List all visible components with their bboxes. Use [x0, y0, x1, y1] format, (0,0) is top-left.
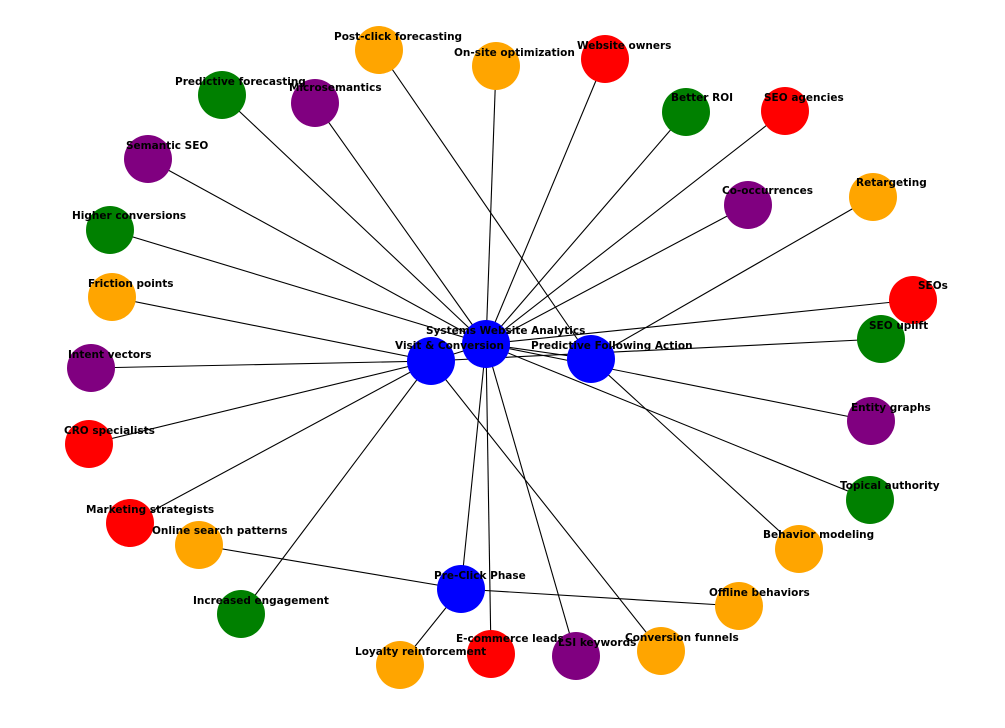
node-label-ecommerce: E-commerce leads	[456, 633, 564, 645]
node-cooc	[724, 181, 772, 229]
node-label-predictive: Predictive Following Action	[531, 340, 693, 352]
node-onsite	[472, 42, 520, 90]
node-engagement	[217, 590, 265, 638]
edge-visit-friction	[111, 296, 432, 362]
edge-systems-entity	[485, 343, 872, 422]
node-onlinesearch	[175, 521, 223, 569]
node-label-systems: Systems Website Analytics	[426, 325, 585, 337]
node-visit	[407, 337, 455, 385]
edge-systems-ecommerce	[485, 343, 492, 655]
node-microsem	[291, 79, 339, 127]
node-label-owners: Website owners	[577, 40, 671, 52]
edge-visit-cro	[88, 360, 432, 445]
edge-systems-seos	[485, 299, 914, 345]
edge-visit-funnels	[430, 360, 662, 652]
edge-systems-predforecast	[221, 94, 487, 345]
node-label-marketing: Marketing strategists	[86, 504, 214, 516]
edge-visit-seouplift	[430, 338, 882, 362]
node-retarget	[849, 173, 897, 221]
node-semseo	[124, 135, 172, 183]
node-label-topical: Topical authority	[840, 480, 940, 492]
node-preclick	[437, 565, 485, 613]
node-predictive	[567, 335, 615, 383]
edge-systems-higherconv	[109, 229, 487, 345]
node-label-retarget: Retargeting	[856, 177, 927, 189]
node-behavior	[775, 525, 823, 573]
node-label-offline: Offline behaviors	[709, 587, 810, 599]
node-label-predforecast: Predictive forecasting	[175, 76, 306, 88]
edge-visit-engagement	[240, 360, 432, 615]
node-label-betterroi: Better ROI	[671, 92, 733, 104]
node-label-seoagencies: SEO agencies	[764, 92, 844, 104]
node-seouplift	[857, 315, 905, 363]
node-seos	[889, 276, 937, 324]
node-label-semseo: Semantic SEO	[126, 140, 208, 152]
node-loyalty	[376, 641, 424, 689]
node-label-loyalty: Loyalty reinforcement	[355, 646, 486, 658]
node-label-preclick: Pre-Click Phase	[434, 570, 526, 582]
edge-systems-cooc	[485, 204, 749, 345]
edge-predictive-behavior	[590, 358, 800, 550]
edge-visit-intent	[90, 360, 432, 369]
node-intent	[67, 344, 115, 392]
node-seoagencies	[761, 87, 809, 135]
node-higherconv	[86, 206, 134, 254]
edge-systems-semseo	[147, 158, 487, 345]
node-betterroi	[662, 88, 710, 136]
node-entity	[847, 397, 895, 445]
node-label-seouplift: SEO uplift	[869, 320, 928, 332]
node-label-higherconv: Higher conversions	[72, 210, 186, 222]
node-marketing	[106, 499, 154, 547]
node-systems	[462, 320, 510, 368]
node-label-funnels: Conversion funnels	[625, 632, 739, 644]
edge-visit-marketing	[129, 360, 432, 524]
edge-systems-betterroi	[485, 111, 687, 345]
node-friction	[88, 273, 136, 321]
node-label-engagement: Increased engagement	[193, 595, 329, 607]
node-label-lsi: LSI keywords	[558, 637, 636, 649]
edge-preclick-offline	[460, 588, 740, 607]
node-ecommerce	[467, 630, 515, 678]
edge-systems-preclick	[460, 343, 487, 590]
node-offline	[715, 582, 763, 630]
edge-systems-topical	[485, 343, 871, 501]
edge-systems-microsem	[314, 102, 487, 345]
node-owners	[581, 35, 629, 83]
edge-predictive-postclick	[378, 49, 592, 360]
node-lsi	[552, 632, 600, 680]
node-layer	[65, 26, 937, 689]
node-cro	[65, 420, 113, 468]
node-label-onlinesearch: Online search patterns	[152, 525, 288, 537]
node-label-seos: SEOs	[918, 280, 948, 292]
node-label-onsite: On-site optimization	[454, 47, 575, 59]
edge-systems-seoagencies	[485, 110, 786, 345]
edge-layer	[88, 49, 914, 666]
node-label-behavior: Behavior modeling	[763, 529, 874, 541]
edge-predictive-retarget	[590, 196, 874, 360]
node-predforecast	[198, 71, 246, 119]
edge-systems-owners	[485, 58, 606, 345]
edge-systems-onsite	[485, 65, 497, 345]
node-label-visit: Visit & Conversion	[395, 340, 504, 352]
edge-preclick-onlinesearch	[198, 544, 462, 590]
node-label-microsem: Microsemantics	[289, 82, 382, 94]
node-funnels	[637, 627, 685, 675]
node-label-cro: CRO specialists	[64, 425, 155, 437]
node-postclick	[355, 26, 403, 74]
node-label-entity: Entity graphs	[851, 402, 931, 414]
node-label-cooc: Co-occurrences	[722, 185, 813, 197]
node-label-friction: Friction points	[88, 278, 174, 290]
node-label-intent: Intent vectors	[68, 349, 152, 361]
node-label-postclick: Post-click forecasting	[334, 31, 462, 43]
node-topical	[846, 476, 894, 524]
edge-systems-lsi	[485, 343, 577, 657]
